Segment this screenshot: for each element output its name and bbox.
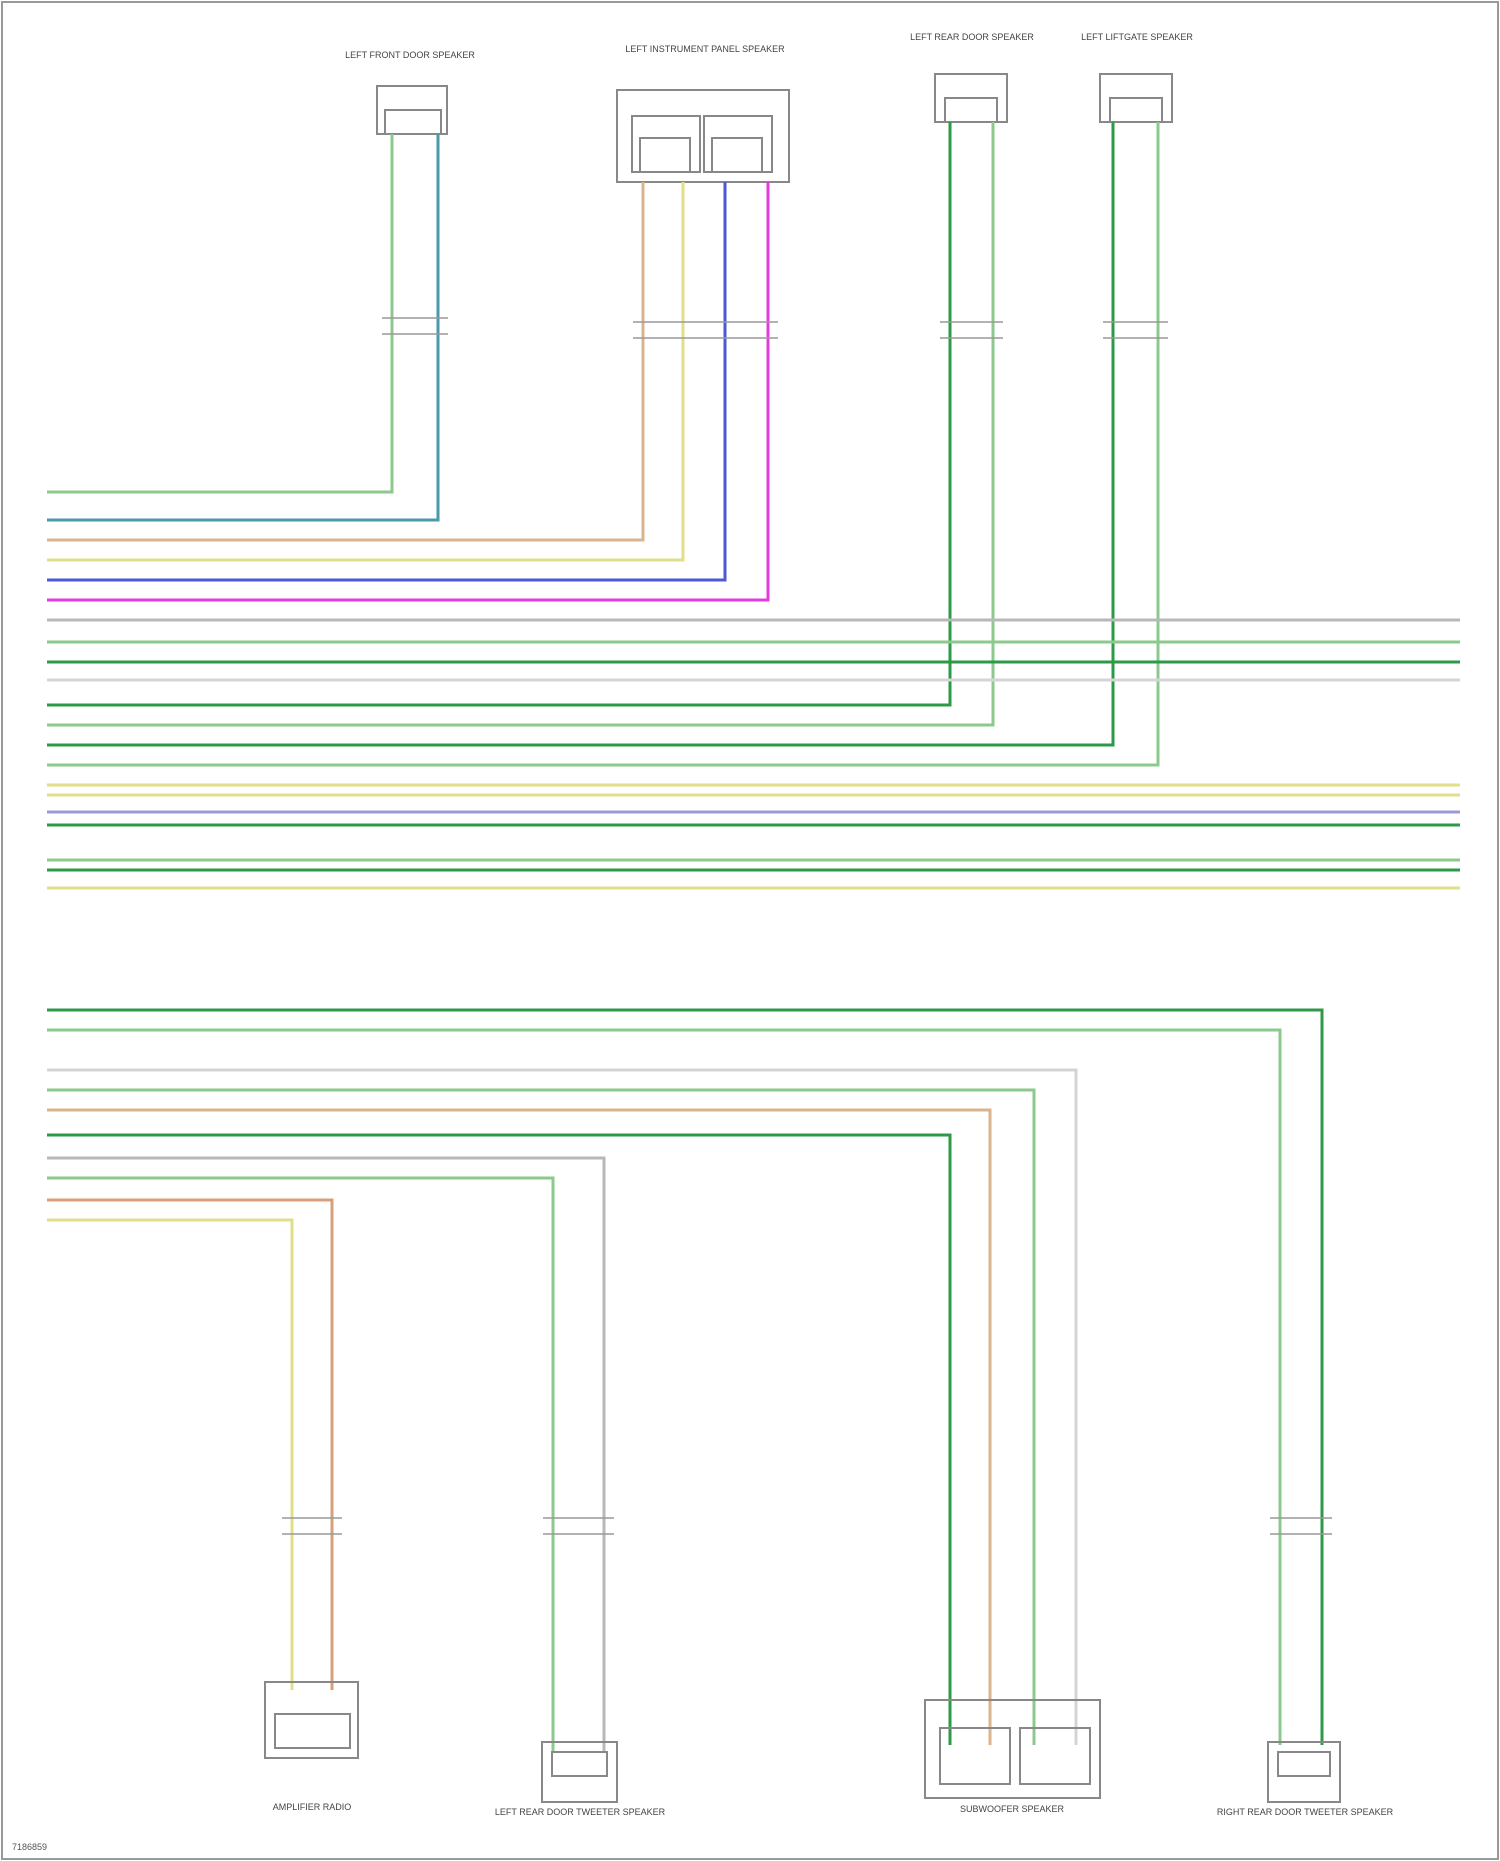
label-amplifier: AMPLIFIER RADIO (273, 1802, 352, 1812)
wire-group-left-instrument-panel (47, 182, 768, 600)
label-left-instrument-panel-speaker: LEFT INSTRUMENT PANEL SPEAKER (625, 44, 785, 54)
connector-left-front-door (377, 86, 447, 134)
connector-amplifier (265, 1682, 358, 1758)
label-subwoofer: SUBWOOFER SPEAKER (960, 1804, 1065, 1814)
label-left-front-door-speaker: LEFT FRONT DOOR SPEAKER (345, 50, 475, 60)
wire-group-left-front-door (47, 134, 438, 520)
connector-left-instrument-panel (617, 90, 789, 182)
wire-group-amplifier (47, 1200, 332, 1690)
wire-group-pass-through (47, 620, 1460, 888)
wire-group-left-rear-door-tweeter (47, 1158, 604, 1752)
label-left-rear-door-tweeter: LEFT REAR DOOR TWEETER SPEAKER (495, 1807, 666, 1817)
inline-connector-marks-top (382, 318, 1168, 338)
connector-right-rear-door-tweeter (1268, 1742, 1340, 1802)
connector-left-rear-door-tweeter (542, 1742, 617, 1802)
connector-left-liftgate (1100, 74, 1172, 122)
connector-left-rear-door (935, 74, 1007, 122)
label-left-liftgate-speaker: LEFT LIFTGATE SPEAKER (1081, 32, 1193, 42)
wire-group-left-rear-door (47, 122, 993, 725)
inline-connector-marks-bottom (282, 1518, 1332, 1534)
footer-code: 7186859 (12, 1842, 47, 1852)
label-right-rear-door-tweeter: RIGHT REAR DOOR TWEETER SPEAKER (1217, 1807, 1394, 1817)
wire-group-right-rear-door (47, 1010, 1322, 1745)
wire-group-subwoofer (47, 1070, 1076, 1745)
wire-group-left-liftgate (47, 122, 1158, 765)
label-left-rear-door-speaker: LEFT REAR DOOR SPEAKER (910, 32, 1034, 42)
